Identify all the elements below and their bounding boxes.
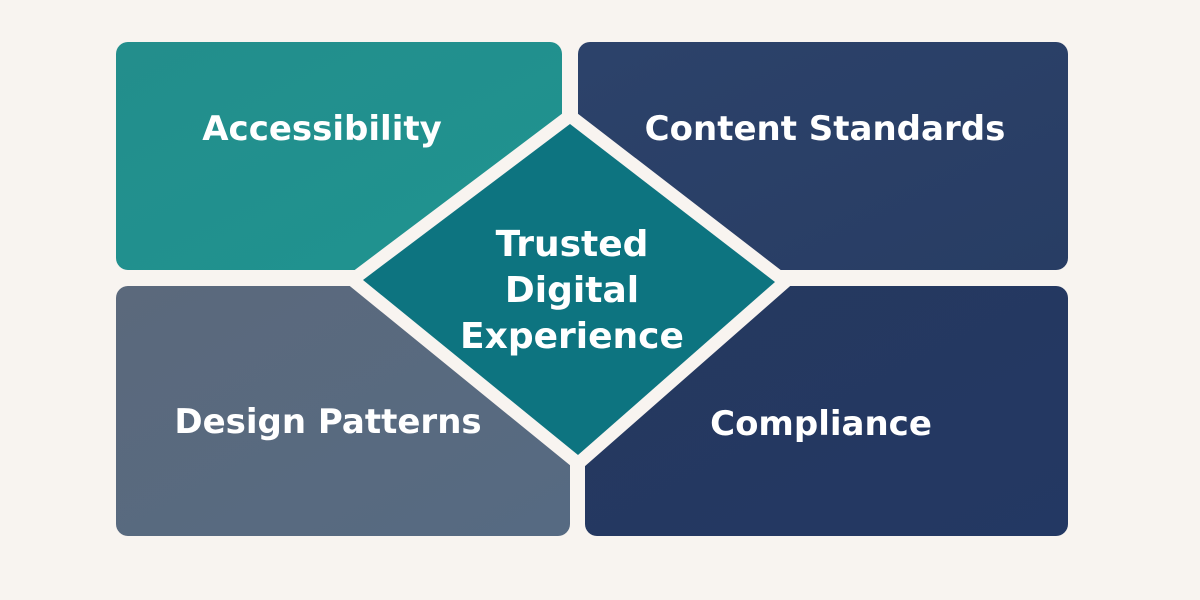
- label-design-patterns: Design Patterns: [174, 402, 481, 442]
- center-line-3: Experience: [460, 316, 684, 357]
- center-line-1: Trusted: [496, 224, 649, 265]
- label-accessibility: Accessibility: [202, 109, 442, 149]
- label-compliance: Compliance: [710, 404, 932, 444]
- label-content-standards: Content Standards: [645, 109, 1006, 149]
- center-line-2: Digital: [505, 270, 639, 311]
- center-diamond: [363, 124, 775, 455]
